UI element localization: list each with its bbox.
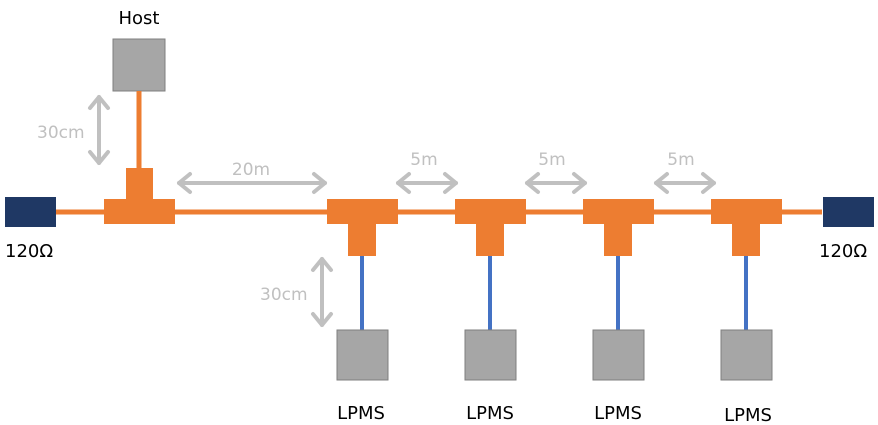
- terminator-left: [5, 197, 56, 227]
- dimension-segment-3-label: 5m: [667, 150, 694, 170]
- device-4-box: [720, 329, 773, 381]
- device-2-label: LPMS: [466, 403, 514, 424]
- device-4-t-connector-bar: [711, 199, 782, 224]
- terminator-right: [823, 197, 874, 227]
- device-node-4: LPMS: [711, 199, 782, 425]
- dimension-backbone-first: [177, 172, 327, 194]
- device-2-box: [464, 329, 517, 381]
- host-label: Host: [119, 8, 160, 29]
- dimension-segment-2: [525, 172, 587, 194]
- dimension-device-drop-label: 30cm: [260, 285, 308, 305]
- device-node-1: LPMS: [327, 199, 398, 424]
- host-box: [112, 38, 166, 92]
- dimension-segment-1: [396, 172, 458, 194]
- device-4-label: LPMS: [724, 405, 772, 425]
- device-2-t-connector-stem: [476, 222, 504, 256]
- dimension-device-drop: [311, 257, 333, 327]
- device-2-t-connector-bar: [455, 199, 526, 224]
- dimension-host-drop-label: 30cm: [37, 123, 85, 143]
- device-3-t-connector-bar: [583, 199, 654, 224]
- device-3-box: [592, 329, 645, 381]
- device-3-t-connector-stem: [604, 222, 632, 256]
- device-node-2: LPMS: [455, 199, 526, 424]
- device-1-t-connector-stem: [348, 222, 376, 256]
- dimension-segment-1-label: 5m: [410, 150, 437, 170]
- host-t-connector-bar: [104, 199, 175, 224]
- device-1-box: [336, 329, 389, 381]
- terminator-right-label: 120Ω: [819, 241, 867, 262]
- dimension-segment-3: [654, 172, 716, 194]
- device-1-label: LPMS: [337, 403, 385, 424]
- host-t-connector-stem: [126, 168, 153, 200]
- device-3-label: LPMS: [594, 403, 642, 424]
- dimension-segment-2-label: 5m: [538, 150, 565, 170]
- dimension-backbone-first-label: 20m: [232, 160, 270, 180]
- device-4-t-connector-stem: [732, 222, 760, 256]
- device-1-t-connector-bar: [327, 199, 398, 224]
- dimension-host-drop: [88, 95, 110, 165]
- terminator-left-label: 120Ω: [5, 241, 53, 262]
- device-node-3: LPMS: [583, 199, 654, 424]
